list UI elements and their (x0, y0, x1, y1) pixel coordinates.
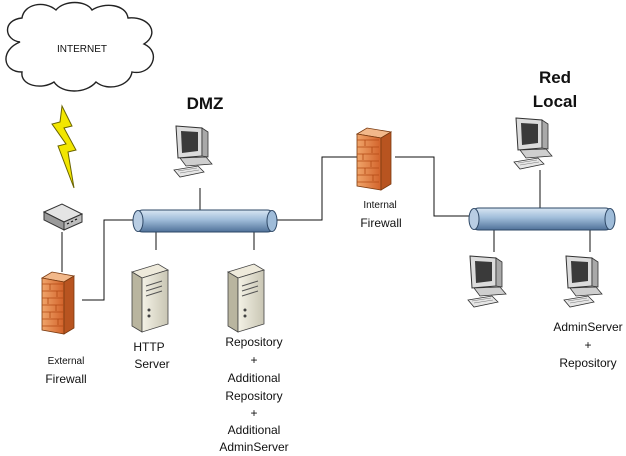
repository-label-line: Additional (227, 423, 281, 437)
dmz-zone-label: DMZ (186, 94, 224, 113)
internal-firewall-label-line2: Firewall (360, 216, 402, 230)
link-firewall-to-dmz-bus (82, 219, 134, 301)
repository-label-line: + (250, 406, 258, 420)
repository-label-line: AdminServer (219, 440, 289, 454)
external-firewall-icon (40, 271, 76, 335)
router-icon (42, 203, 84, 231)
repository-label-line: Repository (225, 335, 283, 349)
repository-label-line: + (250, 353, 258, 367)
external-firewall-label-line2: Firewall (45, 372, 87, 386)
link-internal-fw-to-local-bus (395, 156, 470, 217)
internet-label: INTERNET (57, 44, 107, 55)
connection-lines (61, 156, 591, 301)
http-server-icon (131, 263, 169, 333)
dmz-workstation-icon (173, 125, 213, 178)
http-server-label-line2: Server (134, 357, 170, 371)
internet-cloud (5, 1, 155, 92)
repository-label-line: Repository (225, 389, 283, 403)
repository-server-icon (227, 263, 265, 333)
admin-label-line: Repository (559, 356, 617, 370)
local-workstation-top-icon (513, 117, 553, 170)
lightning-bolt-icon (51, 104, 77, 189)
internal-firewall-icon (355, 127, 393, 191)
local-zone-label-line2: Local (532, 92, 578, 111)
admin-label-line: AdminServer (553, 320, 623, 334)
http-server-label-line1: HTTP (133, 340, 165, 354)
local-workstation-left-icon (467, 255, 507, 308)
dmz-network-bus (132, 209, 278, 233)
local-zone-label-line1: Red (538, 68, 572, 87)
internal-firewall-label-line1: Internal (363, 200, 397, 211)
external-firewall-label-line1: External (47, 356, 85, 367)
admin-label-line: + (584, 338, 592, 352)
local-workstation-admin-icon (563, 255, 603, 308)
link-dmz-to-internal-fw (276, 156, 357, 221)
repository-label-line: Additional (227, 371, 281, 385)
local-network-bus (468, 207, 616, 231)
